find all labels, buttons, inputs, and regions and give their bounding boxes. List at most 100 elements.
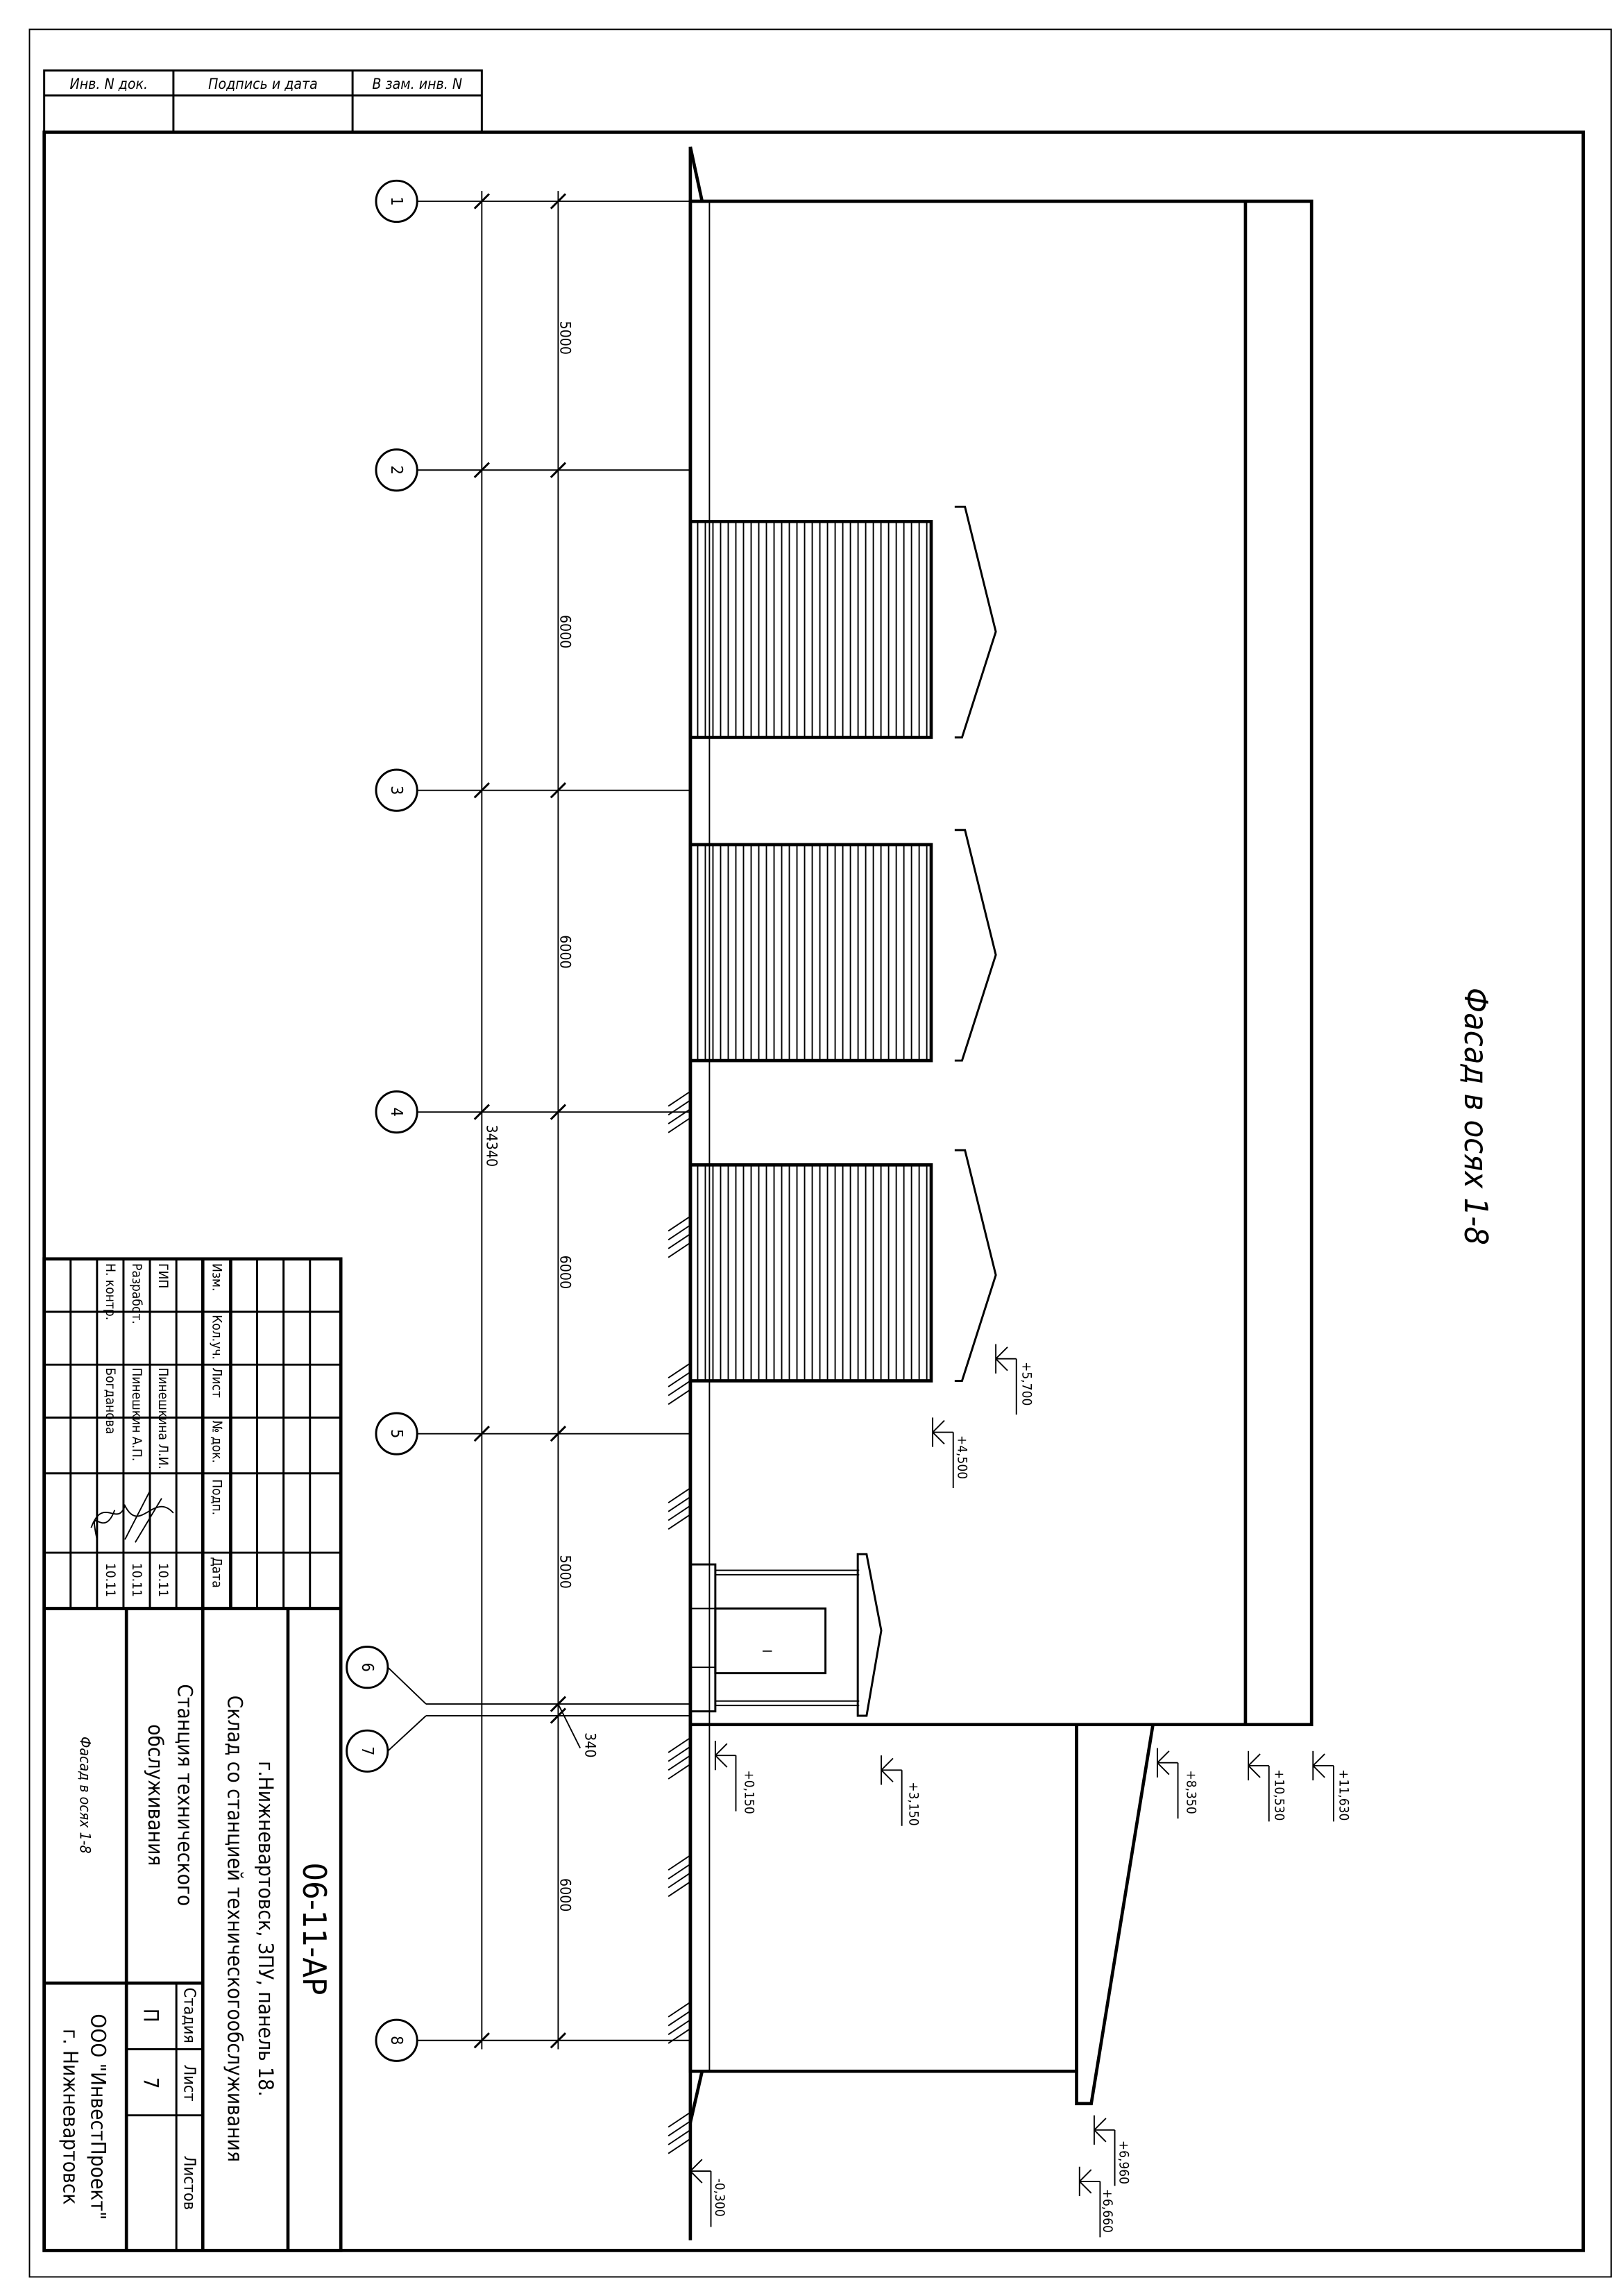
- sheet-value: 7: [139, 2077, 164, 2089]
- level-arrow: [1157, 1750, 1170, 1764]
- stamp-replace-inv: В зам. инв. N: [372, 75, 462, 92]
- dimension-total: 34340: [484, 1125, 501, 1167]
- level-arrow: [1079, 2169, 1092, 2182]
- level-mark: +6,660: [1100, 2189, 1115, 2233]
- level-arrow: [932, 1431, 945, 1445]
- date-norm-control: 10.11: [103, 1563, 118, 1597]
- ground-hatch: [668, 1505, 691, 1521]
- ground-hatch: [668, 1863, 691, 1880]
- axis-label: 1: [387, 196, 406, 205]
- ground-hatch: [668, 1755, 691, 1771]
- ground-hatch: [668, 1514, 691, 1530]
- sheets-header: Листов: [180, 2156, 199, 2210]
- level-arrow: [1094, 2118, 1107, 2131]
- gate-canopy-2: [954, 829, 997, 1062]
- level-arrow: [995, 1358, 1008, 1371]
- dimension-tick: [473, 1104, 490, 1120]
- stage-value: П: [139, 2009, 164, 2023]
- level-mark: +3,150: [906, 1782, 921, 1825]
- header-izm: Изм.: [209, 1263, 224, 1291]
- dimension-tick: [473, 2032, 490, 2049]
- ground-hatch: [668, 2120, 691, 2137]
- level-mark: +10,530: [1272, 1769, 1287, 1821]
- axis-4: 4: [375, 1090, 418, 1134]
- gate-2: [688, 843, 933, 1063]
- dimension-span: 5000: [556, 321, 574, 355]
- dimension-span: 6000: [556, 935, 574, 968]
- ground-hatch: [668, 1371, 691, 1387]
- dimension-tick: [550, 1104, 567, 1120]
- ground-hatch: [668, 2001, 691, 2018]
- ground-hatch: [668, 1881, 691, 1898]
- header-date: Дата: [209, 1557, 224, 1587]
- axis-2: 2: [375, 448, 418, 492]
- building-facade: [688, 146, 1314, 2240]
- dimension-tick: [550, 1707, 567, 1724]
- stage-header: Стадия: [180, 1988, 199, 2043]
- level-arrow: [1312, 1753, 1325, 1766]
- level-arrow: [690, 2170, 703, 2184]
- axis-label: 4: [387, 1107, 406, 1116]
- dimension-tick: [473, 193, 490, 210]
- header-sign: Подп.: [209, 1479, 224, 1515]
- axis-label: 8: [387, 2036, 406, 2045]
- ground-hatch: [668, 1487, 691, 1503]
- axis-label: 2: [387, 466, 406, 475]
- level-arrow: [1312, 1765, 1325, 1778]
- dimension-span: 6000: [556, 615, 574, 648]
- level-arrow: [1248, 1753, 1261, 1766]
- sheet-name: Фасад в осях 1-8: [76, 1737, 94, 1854]
- building-name-line2: обслуживания: [144, 1724, 168, 1866]
- axis-line: [387, 1715, 427, 1752]
- dimension-tick: [550, 462, 567, 478]
- axis-8: 8: [375, 2018, 418, 2062]
- gate-canopy-3: [954, 1149, 997, 1382]
- drawing-title: Фасад в осях 1-8: [1457, 988, 1495, 1245]
- ground-hatching: [668, 1090, 691, 2154]
- ground-hatch: [668, 1872, 691, 1889]
- company-name: ООО "ИнвестПроект": [86, 2014, 110, 2220]
- dimension-span: 340: [581, 1732, 599, 1757]
- role-developer: Разработ.: [129, 1263, 144, 1324]
- dimension-tick: [550, 2032, 567, 2049]
- title-block: [42, 1257, 343, 2252]
- axis-7: 7: [346, 1729, 389, 1773]
- level-arrow: [1248, 1765, 1261, 1778]
- level-arrow: [995, 1347, 1008, 1360]
- axis-label: 6: [358, 1662, 377, 1671]
- name-gip: Пинешкина Л.И.: [155, 1367, 171, 1469]
- date-gip: 10.11: [155, 1563, 171, 1597]
- project-object: Склад со станцией техническогообслуживан…: [223, 1696, 247, 2162]
- gate-3: [688, 1163, 933, 1383]
- ground-hatch: [668, 1764, 691, 1780]
- dimension-span: 5000: [556, 1555, 574, 1588]
- axis-1: 1: [375, 179, 418, 223]
- level-arrow: [690, 2159, 703, 2172]
- ground-hatch: [668, 1242, 691, 1258]
- level-arrow: [1079, 2181, 1092, 2194]
- top-stamp: Инв. N док. Подпись и дата В зам. инв. N: [43, 69, 483, 133]
- axis-label: 5: [387, 1429, 406, 1438]
- header-koluch: Кол.уч.: [209, 1315, 224, 1360]
- project-code: 06-11-АР: [296, 1863, 333, 1995]
- stamp-inv-doc: Инв. N док.: [69, 75, 148, 92]
- axis-label: 3: [387, 786, 406, 795]
- axis-5: 5: [375, 1412, 418, 1455]
- role-gip: ГИП: [155, 1263, 171, 1288]
- ground-hatch: [668, 1099, 691, 1116]
- ground-hatch: [668, 1117, 691, 1133]
- ground-hatch: [668, 1380, 691, 1396]
- project-location: г.Нижневартовск, ЗПУ, панель 18.: [254, 1761, 278, 2096]
- entrance-door: I: [689, 1553, 883, 1717]
- dimension-tick: [550, 1696, 567, 1712]
- ground-hatch: [668, 1737, 691, 1753]
- ground-hatch: [668, 1746, 691, 1762]
- ground-hatch: [668, 1389, 691, 1406]
- dimension-tick: [473, 462, 490, 478]
- date-developer: 10.11: [129, 1563, 144, 1597]
- ground-hatch: [668, 2028, 691, 2044]
- inner-frame: [42, 130, 1586, 2252]
- level-mark: -0,300: [712, 2179, 727, 2217]
- ground-hatch: [668, 2019, 691, 2036]
